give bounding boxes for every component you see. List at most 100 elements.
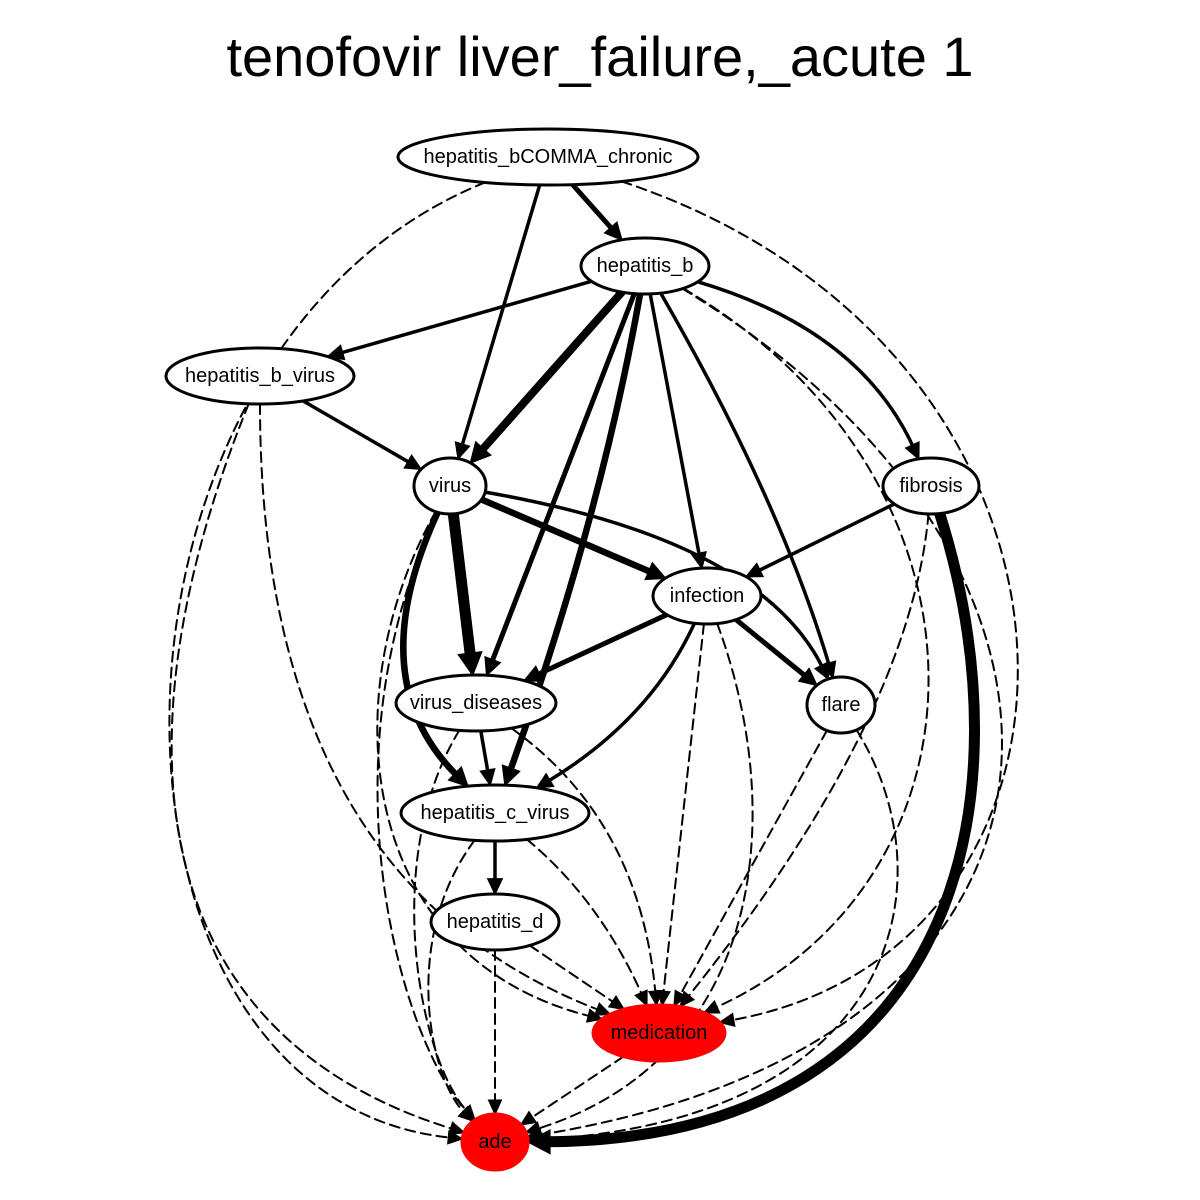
- node-shape-vd: [394, 673, 558, 733]
- edge-vd-to-medication: [510, 727, 657, 995]
- node-label-medication: medication: [611, 1022, 708, 1044]
- arrowhead-hb-to-medication: [702, 999, 721, 1014]
- node-label-virus: virus: [429, 475, 471, 497]
- edge-vd-to-hcv: [479, 729, 490, 775]
- node-infection: infection: [651, 566, 763, 626]
- edge-fibrosis-to-medication: [686, 513, 930, 999]
- arrowhead-flare-to-medication: [673, 989, 688, 1008]
- arrowhead-hbc-to-hb: [603, 220, 623, 242]
- node-label-hbc: hepatitis_bCOMMA_chronic: [424, 146, 673, 168]
- node-shape-hbc: [396, 127, 700, 187]
- arrowhead-infection-to-flare: [797, 667, 819, 687]
- nodes-layer: hepatitis_bCOMMA_chronic hepatitis_bhepat…: [164, 127, 981, 1172]
- node-hd: hepatitis_d: [429, 892, 561, 952]
- node-label-flare: flare: [822, 694, 861, 716]
- node-fibrosis: fibrosis: [881, 456, 981, 516]
- arrowhead-hbv-to-virus: [403, 454, 423, 471]
- edge-fibrosis-to-infection: [755, 502, 897, 574]
- arrowhead-hd-to-ade: [487, 1099, 503, 1116]
- node-vd: virus_diseases: [394, 673, 558, 733]
- arrowhead-hb-to-fibrosis: [904, 441, 920, 461]
- arrowhead-hb-to-vd: [484, 655, 502, 677]
- node-shape-medication: [591, 1003, 727, 1063]
- node-label-hd: hepatitis_d: [447, 911, 544, 933]
- edge-hb-to-vd: [489, 291, 637, 666]
- arrowhead-virus-to-infection: [644, 561, 667, 581]
- edge-hb-to-fibrosis: [696, 280, 916, 450]
- arrowhead-hd-to-medication: [607, 995, 626, 1011]
- node-label-hb: hepatitis_b: [597, 255, 694, 277]
- edge-vd-to-ade: [413, 729, 469, 1113]
- page-title: tenofovir liver_failure,_acute 1: [226, 25, 974, 88]
- edge-hbv-to-ade: [170, 402, 455, 1131]
- arrowhead-vd-to-medication: [647, 989, 663, 1007]
- edge-virus-to-ade: [376, 511, 468, 1113]
- edge-hb-to-flare: [658, 291, 832, 668]
- node-shape-fibrosis: [881, 456, 981, 516]
- edge-hbc-to-hb: [570, 182, 616, 233]
- edge-hbc-to-virus: [459, 183, 542, 449]
- arrowhead-fibrosis-to-infection: [744, 562, 765, 578]
- edge-flare-to-ade: [538, 728, 899, 1141]
- edge-fibrosis-to-ade: [540, 508, 980, 1148]
- edge-hb-to-virus: [476, 288, 626, 456]
- arrowhead-hbc-to-medication: [718, 1012, 736, 1028]
- arrowhead-hb-to-hcv: [501, 764, 521, 787]
- node-virus: virus: [412, 456, 488, 516]
- node-shape-hd: [429, 892, 561, 952]
- edge-virus-to-vd: [447, 508, 477, 664]
- edge-hbc-to-medication: [620, 180, 1019, 1022]
- edge-flare-to-medication: [678, 729, 828, 998]
- arrowhead-flare-to-ade: [526, 1132, 543, 1147]
- node-hbv: hepatitis_b_virus: [164, 346, 356, 406]
- arrowhead-infection-to-ade: [524, 1121, 543, 1136]
- edge-infection-to-ade: [535, 622, 754, 1131]
- arrowhead-virus-to-vd: [457, 651, 483, 677]
- edge-hd-to-medication: [528, 944, 616, 1005]
- edge-virus-to-hcv: [400, 509, 461, 780]
- arrowhead-virus-to-flare: [813, 661, 830, 681]
- arrowhead-hcv-to-ade: [457, 1105, 475, 1123]
- edge-virus-to-infection: [478, 496, 656, 576]
- edge-hbc-to-ade: [168, 181, 487, 1139]
- arrowhead-medication-to-ade: [519, 1110, 538, 1126]
- edge-virus-to-flare: [483, 490, 825, 670]
- node-flare: flare: [805, 675, 877, 735]
- edge-infection-to-hcv: [545, 621, 697, 784]
- node-label-fibrosis: fibrosis: [899, 475, 962, 497]
- arrowhead-vd-to-hcv: [479, 767, 496, 787]
- arrowhead-hb-to-virus: [469, 440, 492, 465]
- node-label-infection: infection: [670, 585, 745, 607]
- node-shape-infection: [651, 566, 763, 626]
- arrowhead-hbv-to-ade: [447, 1121, 466, 1136]
- node-label-vd: virus_diseases: [410, 692, 542, 714]
- node-label-hbv: hepatitis_b_virus: [185, 365, 335, 387]
- node-medication: medication: [591, 1003, 727, 1063]
- node-shape-hbv: [164, 346, 356, 406]
- node-shape-virus: [412, 456, 488, 516]
- arrowhead-hcv-to-medication: [634, 989, 648, 1008]
- edge-hb-to-ade: [537, 287, 1003, 1136]
- edges-layer: [168, 180, 1019, 1155]
- edge-hb-to-medication: [682, 287, 930, 1010]
- edge-hcv-to-medication: [525, 838, 644, 997]
- edge-hb-to-infection: [648, 292, 702, 558]
- node-hbc: hepatitis_bCOMMA_chronic: [396, 127, 700, 187]
- edge-infection-to-medication: [662, 623, 705, 996]
- node-hb: hepatitis_b: [579, 236, 711, 296]
- edge-medication-to-ade: [529, 1055, 625, 1120]
- arrowhead-infection-to-hcv: [535, 772, 555, 789]
- arrowhead-virus-to-hcv: [447, 765, 469, 788]
- node-label-hcv: hepatitis_c_virus: [421, 802, 570, 824]
- arrowhead-hbv-to-medication: [593, 1002, 612, 1016]
- edge-infection-to-vd: [533, 612, 670, 678]
- edge-virus-to-medication: [376, 510, 593, 1018]
- node-shape-flare: [805, 675, 877, 735]
- edge-hbv-to-virus: [301, 399, 413, 465]
- node-ade: ade: [460, 1112, 530, 1172]
- edge-hb-to-hbv: [337, 279, 594, 356]
- arrowhead-virus-to-medication: [585, 1008, 604, 1023]
- edge-hcv-to-ade: [427, 839, 476, 1115]
- edge-infection-to-flare: [733, 617, 810, 680]
